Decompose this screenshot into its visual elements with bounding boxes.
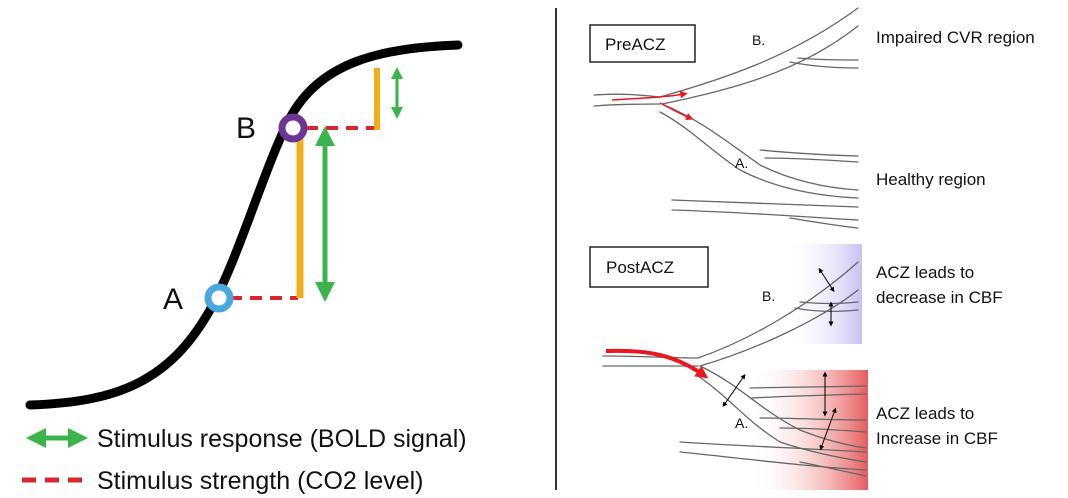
post-acz-flow-arrow — [605, 348, 709, 379]
point-a-label: A — [163, 283, 183, 316]
pre-acz-box — [589, 24, 696, 63]
pre-acz-branch-a-label: A. — [735, 155, 748, 171]
pre-acz-panel: PreACZ B. A. Impaired CVR region Healthy — [589, 7, 1035, 229]
decrease-line-2: decrease in CBF — [876, 288, 1003, 307]
point-a-marker — [204, 283, 234, 313]
post-acz-branch-a-label: A. — [735, 415, 748, 431]
post-acz-branch-b-label: B. — [762, 288, 775, 304]
pre-acz-box-label: PreACZ — [605, 35, 665, 54]
point-b-marker — [278, 113, 308, 143]
cvr-sigmoid-panel: A B Stimulus response (BOLD signal) Stim… — [22, 40, 467, 495]
dilation-arrow-3 — [819, 407, 837, 451]
point-b-label: B — [236, 112, 256, 145]
legend-response-label: Stimulus response (BOLD signal) — [97, 425, 467, 453]
impaired-region-label: Impaired CVR region — [876, 28, 1035, 47]
post-acz-panel: PostACZ B. — [589, 244, 1003, 490]
pre-acz-flow-arrow-lower — [659, 102, 694, 121]
healthy-region-label: Healthy region — [876, 170, 986, 189]
constriction-arrow-1 — [818, 267, 835, 293]
increase-line-2: Increase in CBF — [876, 429, 998, 448]
increase-line-1: ACZ leads to — [876, 404, 974, 423]
legend: Stimulus response (BOLD signal) Stimulus… — [22, 425, 467, 495]
dilation-arrow-1 — [722, 373, 746, 408]
pre-acz-vessels — [593, 7, 859, 229]
legend-strength-label: Stimulus strength (CO2 level) — [97, 467, 424, 495]
sigmoid-curve — [25, 40, 463, 410]
decrease-region-tint — [785, 244, 862, 344]
pre-acz-branch-b-label: B. — [752, 32, 765, 48]
pre-acz-flow-arrow-upper — [611, 90, 688, 101]
decrease-line-1: ACZ leads to — [876, 263, 974, 282]
post-acz-box — [589, 246, 709, 288]
post-acz-box-label: PostACZ — [606, 258, 674, 277]
increase-region-tint — [750, 370, 868, 490]
